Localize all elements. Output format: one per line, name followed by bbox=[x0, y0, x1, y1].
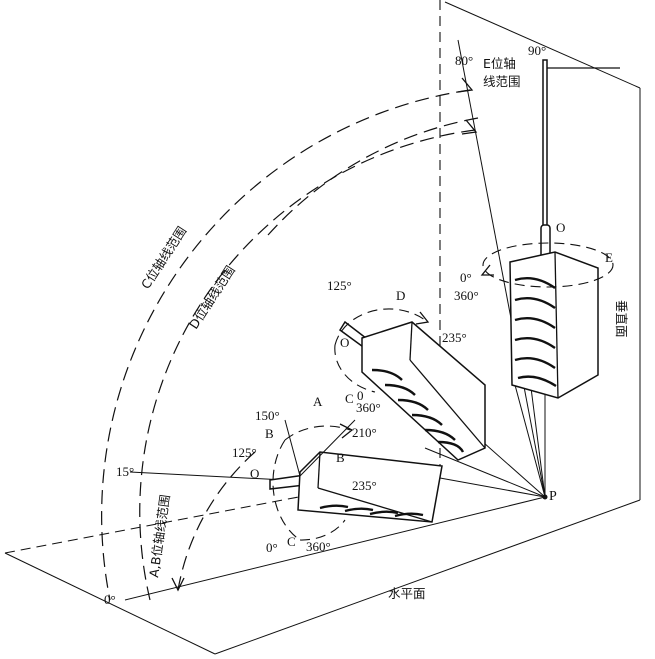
tool-e bbox=[480, 59, 614, 399]
axis-lines bbox=[124, 39, 620, 601]
label-a-o: O bbox=[250, 466, 259, 481]
label-a-235-deg: 235° bbox=[352, 478, 377, 493]
label-a-210-deg: 210° bbox=[352, 425, 377, 440]
label-d-c: C bbox=[345, 391, 354, 406]
label-d-360-deg: 360° bbox=[356, 400, 381, 415]
label-c-axis-range: C位轴线范围 bbox=[138, 224, 189, 292]
label-a-125-deg: 125° bbox=[232, 445, 257, 460]
label-d-125-deg: 125° bbox=[327, 278, 352, 293]
label-e-o: O bbox=[556, 220, 565, 235]
label-e-e: E bbox=[605, 250, 613, 265]
ab-axis-range-arc bbox=[171, 117, 479, 592]
label-e-0-deg: 0° bbox=[460, 270, 472, 285]
label-80-deg: 80° bbox=[455, 53, 473, 68]
label-d-d: D bbox=[396, 288, 405, 303]
label-d-235-deg: 235° bbox=[442, 330, 467, 345]
label-a-b-top: B bbox=[265, 426, 274, 441]
label-90-deg: 90° bbox=[528, 43, 546, 58]
c-axis-range-arc bbox=[101, 77, 474, 601]
label-a-0-deg: 0° bbox=[266, 540, 278, 555]
label-a-150-deg: 150° bbox=[255, 408, 280, 423]
label-horizontal-plane: 水平面 bbox=[388, 586, 426, 601]
label-15-deg: 15° bbox=[116, 464, 134, 479]
label-a-c: C bbox=[287, 534, 296, 549]
label-a-a: A bbox=[313, 394, 323, 409]
d-axis-range-arc bbox=[139, 119, 478, 601]
tool-d bbox=[334, 308, 486, 461]
label-e-range-line2: 线范围 bbox=[483, 74, 521, 89]
label-e-range-line1: E位轴 bbox=[483, 56, 516, 71]
label-vertical-plane: 垂直面 bbox=[614, 300, 629, 338]
label-a-360-deg: 360° bbox=[306, 539, 331, 554]
tool-ab bbox=[269, 419, 443, 541]
label-d-0: 0 bbox=[357, 388, 364, 403]
label-a-b-right: B bbox=[336, 450, 345, 465]
point-p-marker bbox=[542, 494, 548, 500]
label-e-360-deg: 360° bbox=[454, 288, 479, 303]
label-point-p: P bbox=[549, 489, 557, 504]
label-d-axis-range: D位轴线范围 bbox=[186, 263, 238, 332]
label-ab-axis-range: A,B位轴线范围 bbox=[146, 494, 172, 579]
label-d-o: O bbox=[340, 335, 349, 350]
label-0-deg: 0° bbox=[104, 592, 116, 607]
